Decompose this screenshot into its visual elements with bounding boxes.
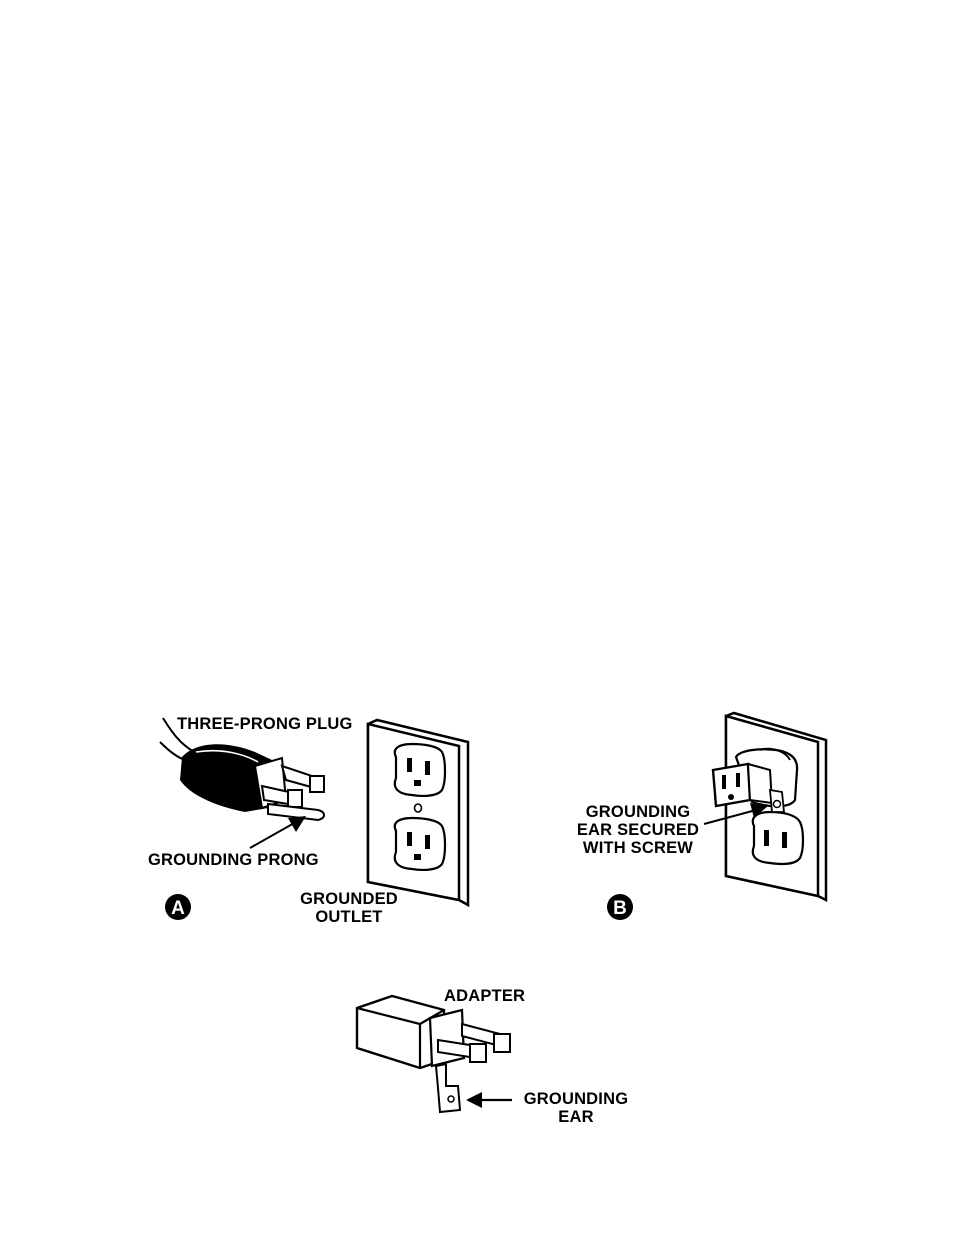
ear-pointer-arrow [703,803,768,825]
badge-a: A [165,894,191,920]
grounding-prong-label: GROUNDING PRONG [148,851,319,869]
badge-a-letter: A [171,898,185,919]
badge-b: B [607,894,633,920]
grounding-ear-secured-label-line1: GROUNDING [586,803,690,821]
three-prong-plug-label: THREE-PRONG PLUG [177,715,353,733]
panel-a: A THREE-PRONG PLUG GROUNDING PRONG GROUN… [148,715,470,926]
adapter [355,994,511,1114]
grounding-ear-secured-label-line2: EAR SECURED [577,821,699,839]
panel-b: B GROUNDING EAR SECURED WITH SCREW [577,711,828,920]
prong-pointer-arrow [249,816,306,849]
three-prong-plug [180,744,325,822]
grounded-outlet-label-line2: OUTLET [315,908,382,926]
adapter-ear-pointer-arrow [466,1092,512,1108]
badge-b-letter: B [613,898,627,919]
grounding-ear-label-line1: GROUNDING [524,1090,628,1108]
grounding-ear-secured-label-line3: WITH SCREW [583,839,693,857]
plugged-adapter [711,747,799,813]
grounded-outlet-label-line1: GROUNDED [300,890,398,908]
grounding-ear-label-line2: EAR [558,1108,593,1126]
panel-c: ADAPTER GROUNDING EAR [355,987,628,1126]
grounded-outlet [366,718,470,908]
adapter-label: ADAPTER [444,987,525,1005]
